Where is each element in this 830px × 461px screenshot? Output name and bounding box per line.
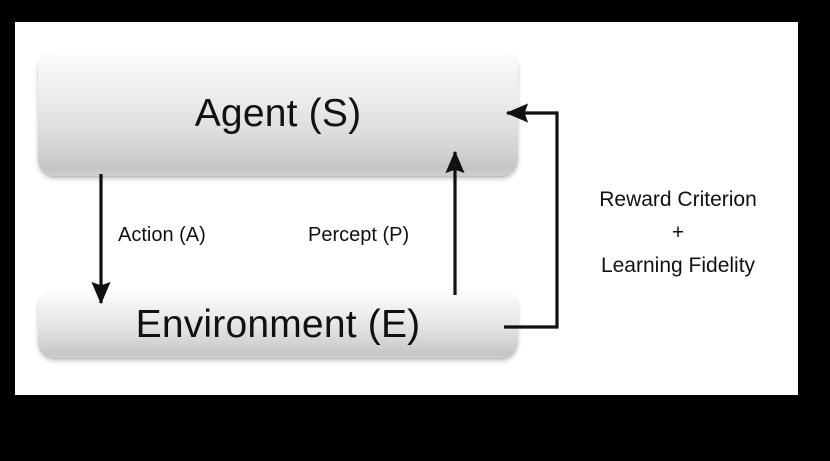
node-environment[interactable]: Environment (E) [38, 290, 518, 358]
diagram-canvas: Agent (S) Environment (E) Action (A) Per… [15, 22, 798, 395]
node-agent[interactable]: Agent (S) [38, 51, 518, 176]
annotation-line-2: + [671, 221, 685, 244]
feedback-annotation: Reward Criterion + Learning Fidelity [563, 183, 793, 282]
node-environment-label: Environment (E) [135, 302, 421, 346]
edge-label-percept: Percept (P) [308, 224, 410, 246]
annotation-line-1: Reward Criterion [599, 188, 757, 211]
node-agent-label: Agent (S) [194, 92, 362, 135]
annotation-line-3: Learning Fidelity [600, 254, 756, 277]
edge-label-action: Action (A) [118, 224, 206, 246]
